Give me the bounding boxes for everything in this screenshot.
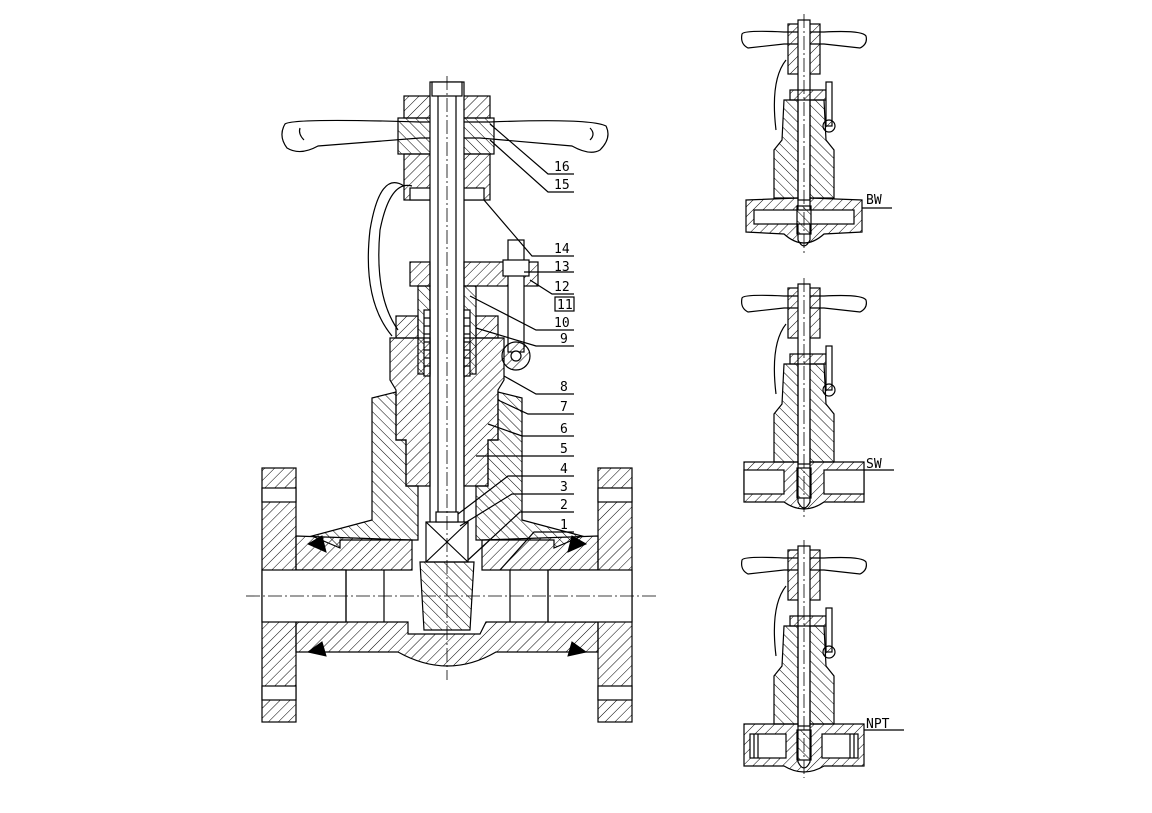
callout-1: 1: [560, 518, 568, 533]
callout-11-box: [554, 296, 575, 312]
variant-label-bw: BW: [866, 193, 882, 208]
main-valve-section: 16 15 14 13 12 11 10 9 8 7 6 5 4 3 2 1: [246, 76, 656, 723]
variant-label-npt: NPT: [866, 717, 890, 732]
callout-4: 4: [560, 462, 568, 477]
callout-2: 2: [560, 498, 568, 513]
callout-14: 14: [554, 242, 570, 257]
eye-bolt: [501, 239, 531, 371]
callout-5: 5: [560, 442, 568, 457]
variant-npt: [741, 540, 904, 778]
variant-bw: [741, 14, 892, 256]
callout-9: 9: [560, 332, 568, 347]
callout-3: 3: [560, 480, 568, 495]
variant-sw: [741, 278, 894, 518]
callout-12: 12: [554, 280, 570, 295]
wedge-disc: [419, 511, 475, 631]
variant-label-sw: SW: [866, 457, 882, 472]
callout-labels: 16 15 14 13 12 11 10 9 8 7 6 5 4 3 2 1: [554, 160, 575, 533]
callout-13: 13: [554, 260, 570, 275]
callout-10: 10: [554, 316, 570, 331]
leader-lines: [457, 123, 574, 571]
callout-7: 7: [560, 400, 568, 415]
callout-11: 11: [557, 298, 573, 313]
callout-8: 8: [560, 380, 568, 395]
callout-6: 6: [560, 422, 568, 437]
callout-16: 16: [554, 160, 570, 175]
callout-15: 15: [554, 178, 570, 193]
valve-body: [261, 391, 633, 723]
